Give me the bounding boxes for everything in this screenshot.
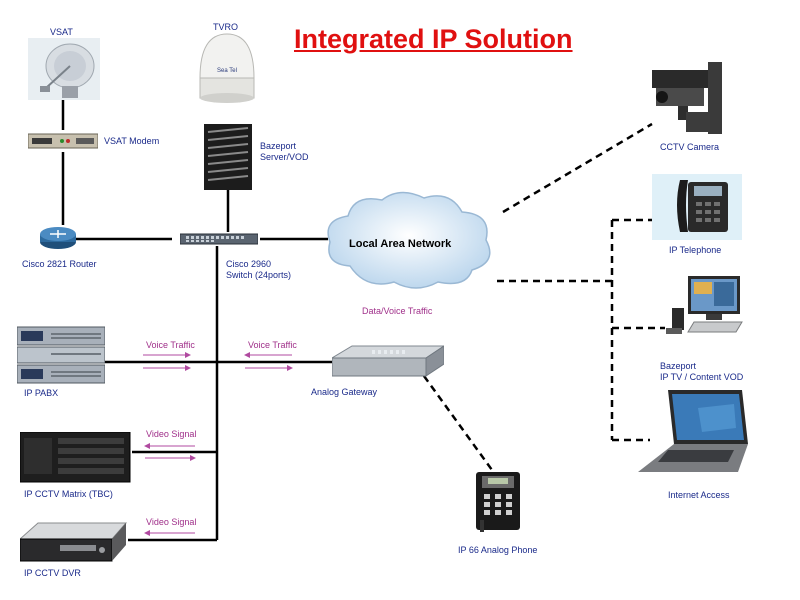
vsat-dish-icon [28, 38, 100, 100]
pabx-rack-icon [17, 326, 105, 384]
router-icon [40, 227, 76, 249]
page-title: Integrated IP Solution [294, 24, 573, 54]
lan-cloud-icon [327, 191, 491, 289]
server-rack-icon [204, 124, 252, 190]
cctv-camera-label: CCTV Camera [660, 142, 720, 152]
iptv-monitor-icon [666, 276, 743, 334]
video-signal-label-1: Video Signal [146, 429, 197, 439]
analog-phone-icon [476, 472, 520, 532]
internet-access-label: Internet Access [668, 490, 730, 500]
tvro-label: TVRO [213, 22, 239, 32]
cctv-matrix-label: IP CCTV Matrix (TBC) [24, 489, 113, 499]
router-label: Cisco 2821 Router [22, 259, 97, 269]
link-lan-camera [502, 122, 653, 214]
laptop-icon [638, 390, 748, 472]
tvro-dome-icon: Sea Tel [199, 33, 255, 103]
data-voice-label: Data/Voice Traffic [362, 306, 433, 316]
cctv-dvr-icon [20, 522, 128, 562]
analog-phone-label: IP 66 Analog Phone [458, 545, 538, 555]
cctv-dvr-label: IP CCTV DVR [24, 568, 81, 578]
switch-label-2: Switch (24ports) [226, 270, 292, 280]
tvro-brand: Sea Tel [217, 68, 237, 74]
pabx-label: IP PABX [24, 388, 59, 398]
video-signal-label-2: Video Signal [146, 517, 197, 527]
cctv-matrix-icon [20, 432, 131, 483]
vsat-label: VSAT [50, 27, 73, 37]
cctv-camera-icon [652, 62, 722, 134]
bazeport-iptv-label-2: IP TV / Content VOD [660, 372, 744, 382]
bazeport-server-label-2: Server/VOD [260, 152, 309, 162]
bazeport-server-label-1: Bazeport [260, 141, 297, 151]
lan-label: Local Area Network [349, 238, 452, 250]
ip-telephone-icon [652, 174, 742, 240]
bazeport-iptv-label-1: Bazeport [660, 361, 697, 371]
switch-label-1: Cisco 2960 [226, 259, 272, 269]
switch-icon [180, 233, 258, 245]
vsat-modem-icon [28, 133, 98, 149]
voice-traffic-label-1: Voice Traffic [146, 340, 195, 350]
analog-gateway-label: Analog Gateway [311, 387, 378, 397]
ip-telephone-label: IP Telephone [669, 245, 722, 255]
vsat-modem-label: VSAT Modem [104, 136, 160, 146]
voice-traffic-label-2: Voice Traffic [248, 340, 297, 350]
analog-gateway-icon [332, 345, 444, 377]
link-gateway-phone [422, 375, 494, 471]
